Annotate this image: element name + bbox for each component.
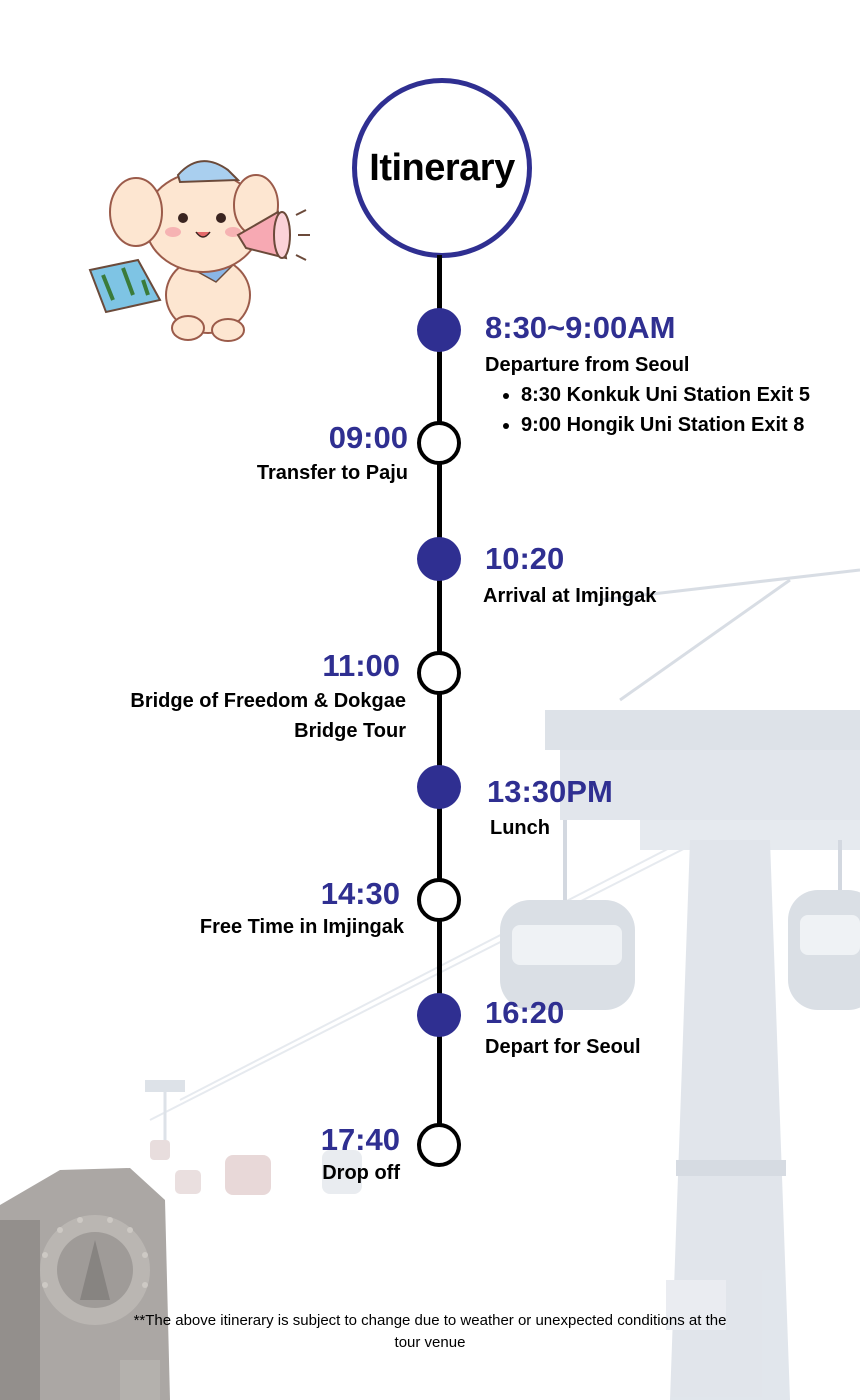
- event-desc-1-text: Departure from Seoul: [485, 354, 690, 376]
- event-desc-4: Bridge of Freedom & Dokgae Bridge Tour: [130, 690, 406, 742]
- event-desc-2: Transfer to Paju: [256, 462, 408, 484]
- event-time-5: 13:30PM: [487, 774, 613, 809]
- bullet-item-1: 8:30 Konkuk Uni Station Exit 5: [521, 380, 855, 410]
- bullet-item-2: 9:00 Hongik Uni Station Exit 8: [521, 410, 855, 440]
- timeline-node-3: [417, 537, 461, 581]
- timeline-node-8: [417, 1123, 461, 1167]
- timeline-node-2: [417, 421, 461, 465]
- steam-locomotive-photo: [0, 1168, 170, 1400]
- event-desc-1: Departure from Seoul 8:30 Konkuk Uni Sta…: [485, 350, 855, 440]
- timeline-node-6: [417, 878, 461, 922]
- event-desc-7: Depart for Seoul: [485, 1036, 641, 1058]
- timeline-node-1: [417, 308, 461, 352]
- event-desc-5: Lunch: [490, 817, 550, 839]
- event-desc-3: Arrival at Imjingak: [483, 585, 657, 607]
- event-time-1: 8:30~9:00AM: [485, 310, 676, 345]
- event-desc-8: Drop off: [322, 1162, 400, 1184]
- timeline-node-5: [417, 765, 461, 809]
- event-bullets: 8:30 Konkuk Uni Station Exit 5 9:00 Hong…: [485, 380, 855, 440]
- event-time-4: 11:00: [322, 648, 400, 683]
- event-time-6: 14:30: [320, 876, 400, 911]
- timeline-node-4: [417, 651, 461, 695]
- page-title: Itinerary: [369, 146, 515, 189]
- event-time-3: 10:20: [485, 541, 565, 576]
- puppy-megaphone-map-icon: [88, 160, 310, 342]
- event-time-2: 09:00: [328, 420, 408, 455]
- event-time-8: 17:40: [320, 1122, 400, 1157]
- timeline-line: [437, 255, 442, 1145]
- event-time-7: 16:20: [485, 995, 565, 1030]
- footnote: **The above itinerary is subject to chan…: [133, 1312, 727, 1351]
- timeline-node-7: [417, 993, 461, 1037]
- event-desc-6: Free Time in Imjingak: [199, 916, 404, 938]
- title-circle: Itinerary: [352, 78, 532, 258]
